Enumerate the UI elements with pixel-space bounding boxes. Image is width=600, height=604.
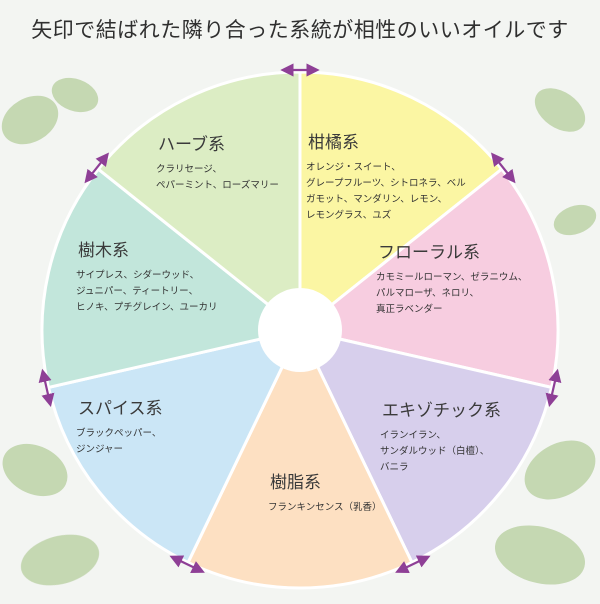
segment-items-floral: 真正ラベンダー (376, 303, 443, 315)
segment-title-resin: 樹脂系 (270, 473, 321, 493)
segment-items-exotic: バニラ (380, 462, 409, 473)
segment-citrus (298, 70, 504, 334)
leaf-icon (494, 525, 586, 585)
segment-items-exotic: イランイラン、 (380, 430, 446, 441)
compatibility-arrow (169, 555, 205, 573)
segment-exotic (297, 327, 554, 565)
leaf-icon (534, 88, 586, 132)
leaf-icon (2, 443, 68, 497)
leaf-icon (1, 95, 59, 145)
segment-items-herb: クラリセージ、 (156, 164, 222, 175)
segment-title-spice: スパイス系 (78, 399, 163, 419)
leaf-icon (524, 440, 596, 500)
segment-title-floral: フローラル系 (378, 243, 480, 263)
segment-items-spice: ブラックペッパー、 (76, 427, 161, 439)
segment-items-spice: ジンジャー (76, 444, 123, 455)
compatibility-arrow (38, 368, 55, 408)
segment-resin (186, 326, 414, 590)
segment-floral (296, 167, 560, 390)
segment-spice (46, 327, 303, 565)
segment-items-resin: フランキンセンス（乳香） (268, 501, 382, 513)
segment-items-herb: ペパーミント、ローズマリー (156, 179, 279, 191)
segment-items-exotic: サンダルウッド（白檀）、 (380, 445, 489, 457)
segment-title-herb: ハーブ系 (158, 134, 225, 155)
segment-wood (40, 167, 304, 390)
leaf-icon (20, 534, 100, 586)
compatibility-arrow (395, 555, 431, 573)
segment-title-citrus: 柑橘系 (308, 133, 359, 153)
segment-items-citrus: グレープフルーツ、シトロネラ、ベル (306, 177, 466, 189)
segment-items-citrus: オレンジ・スイート、 (306, 162, 401, 173)
leaf-icon (553, 204, 597, 236)
segment-items-floral: パルマローザ、ネロリ、 (376, 288, 479, 299)
segment-items-citrus: ガモット、マンダリン、レモン、 (306, 193, 447, 205)
leaf-icon (51, 77, 99, 113)
segment-title-exotic: エキゾチック系 (382, 401, 501, 421)
compatibility-arrow (84, 152, 109, 184)
center-circle (258, 288, 342, 372)
segment-items-wood: ヒノキ、プチグレイン、ユーカリ (76, 301, 218, 313)
segment-items-citrus: レモングラス、ユズ (306, 209, 392, 221)
compatibility-arrow (491, 152, 516, 184)
segment-items-floral: カモミールローマン、ゼラニウム、 (376, 271, 527, 283)
segment-items-wood: ジュニパー、ティートリー、 (76, 286, 198, 297)
segment-items-wood: サイプレス、シダーウッド、 (76, 269, 199, 281)
compatibility-arrow (545, 368, 562, 408)
segment-herb (96, 70, 302, 334)
headline: 矢印で結ばれた隣り合った系統が相性のいいオイルです (31, 18, 569, 42)
segment-title-wood: 樹木系 (78, 241, 129, 261)
